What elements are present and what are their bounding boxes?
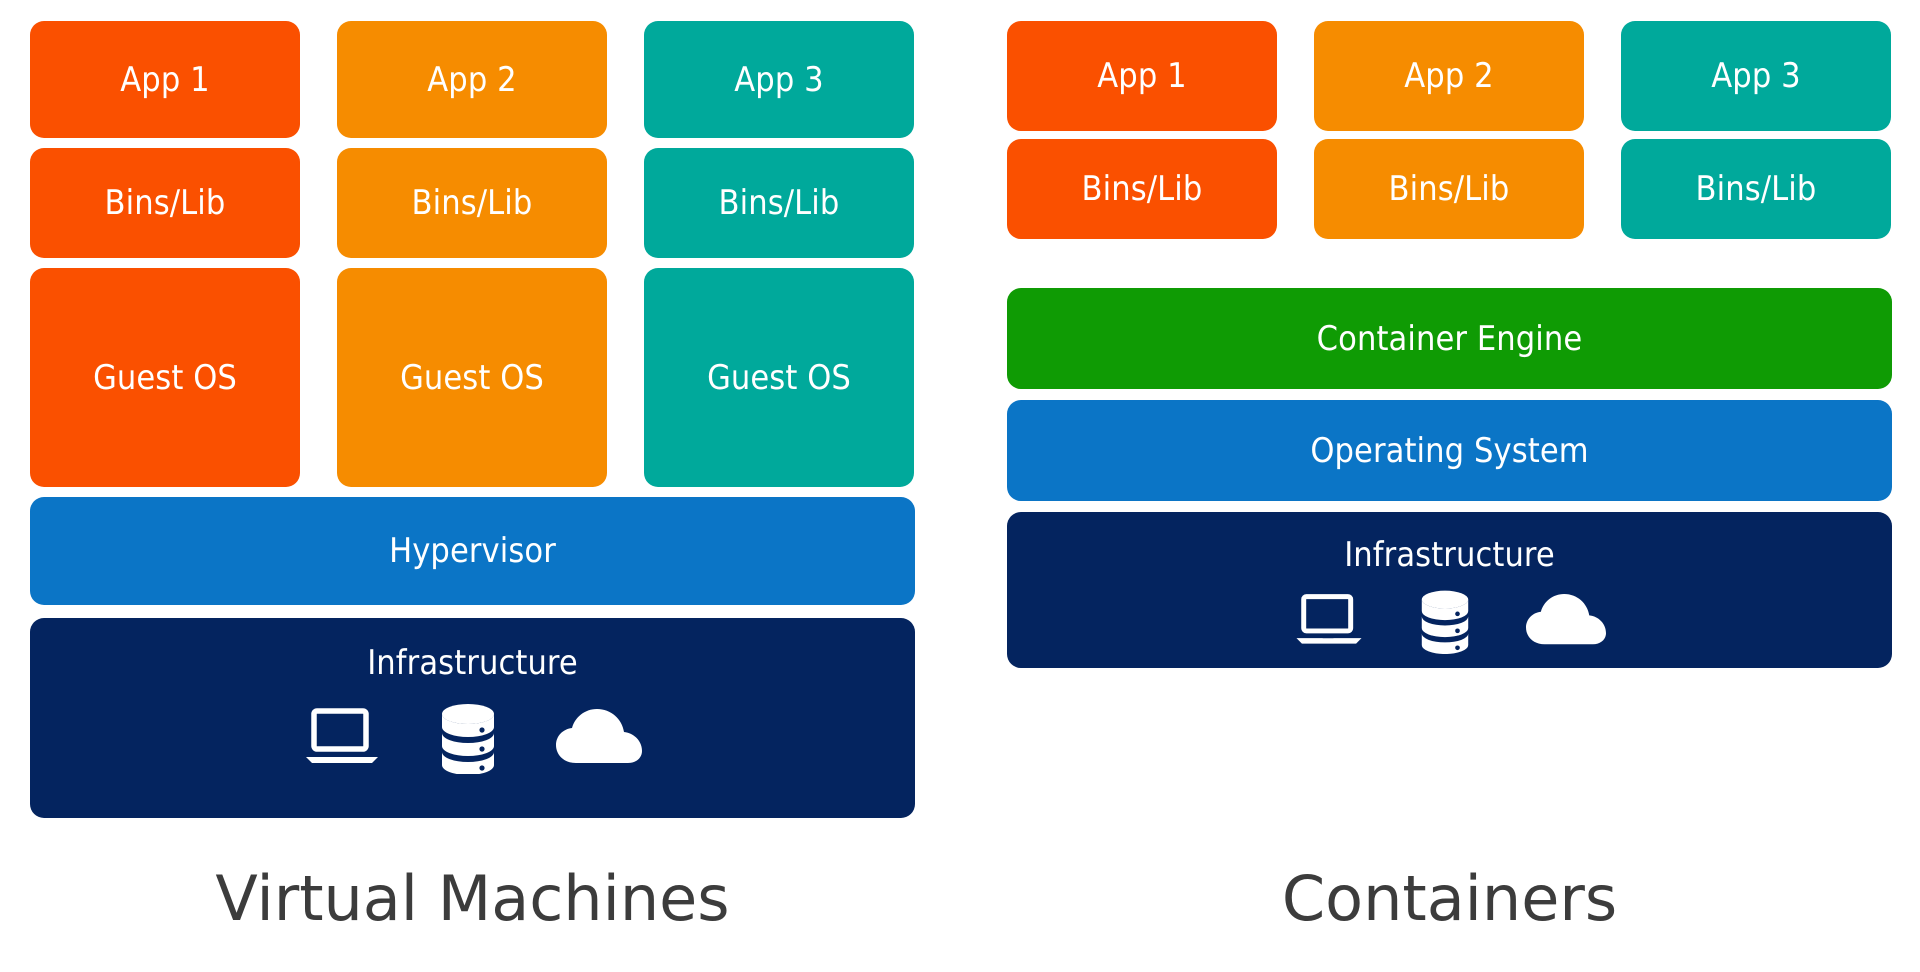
ct-bins-lib-1-box[interactable]: Bins/Lib [1007,139,1277,239]
vm-guest-os-2-box[interactable]: Guest OS [337,268,607,487]
ct-app-1-box[interactable]: App 1 [1007,21,1277,131]
vm-guest-os-1-box[interactable]: Guest OS [30,268,300,487]
containers-caption: Containers [1281,862,1618,935]
vm-guest-os-1-label: Guest OS [93,357,237,398]
vm-app-3-box[interactable]: App 3 [644,21,914,138]
vm-infrastructure-bar[interactable]: Infrastructure [30,618,915,818]
ct-bins-lib-3-box[interactable]: Bins/Lib [1621,139,1891,239]
laptop-icon [1294,593,1364,649]
vm-bins-lib-1-box[interactable]: Bins/Lib [30,148,300,258]
vm-app-2-box[interactable]: App 2 [337,21,607,138]
ct-infrastructure-label: Infrastructure [1344,535,1555,575]
ct-app-1-label: App 1 [1097,56,1187,96]
operating-system-bar[interactable]: Operating System [1007,400,1892,501]
vm-bins-lib-2-label: Bins/Lib [411,183,533,223]
ct-bins-lib-3-label: Bins/Lib [1695,169,1817,209]
container-engine-label: Container Engine [1316,318,1583,359]
vm-hypervisor-bar[interactable]: Hypervisor [30,497,915,605]
ct-app-2-box[interactable]: App 2 [1314,21,1584,131]
ct-app-2-label: App 2 [1404,56,1494,96]
laptop-icon [304,707,380,769]
container-engine-bar[interactable]: Container Engine [1007,288,1892,389]
vm-infrastructure-icon-row [304,702,642,774]
vm-bins-lib-1-label: Bins/Lib [104,183,226,223]
ct-bins-lib-2-label: Bins/Lib [1388,169,1510,209]
vm-app-1-box[interactable]: App 1 [30,21,300,138]
ct-app-3-label: App 3 [1711,56,1801,96]
vm-bins-lib-2-box[interactable]: Bins/Lib [337,148,607,258]
vm-guest-os-3-box[interactable]: Guest OS [644,268,914,487]
virtual-machines-panel: App 1 App 2 App 3 Bins/Lib Bins/Lib Bins… [30,0,915,972]
vm-app-1-label: App 1 [120,59,210,100]
vm-guest-os-2-label: Guest OS [400,357,544,398]
operating-system-label: Operating System [1310,430,1589,471]
vm-infrastructure-label: Infrastructure [367,643,578,683]
vm-bins-lib-3-label: Bins/Lib [718,183,840,223]
ct-bins-lib-1-label: Bins/Lib [1081,169,1203,209]
database-icon [1420,588,1470,654]
ct-infrastructure-bar[interactable]: Infrastructure [1007,512,1892,668]
ct-bins-lib-2-box[interactable]: Bins/Lib [1314,139,1584,239]
virtual-machines-caption: Virtual Machines [215,862,730,935]
vm-bins-lib-3-box[interactable]: Bins/Lib [644,148,914,258]
vm-app-3-label: App 3 [734,59,824,100]
database-icon [440,702,496,774]
vm-guest-os-3-label: Guest OS [707,357,851,398]
ct-infrastructure-icon-row [1294,588,1606,654]
cloud-icon [555,709,642,767]
vm-app-2-label: App 2 [427,59,517,100]
cloud-icon [1525,594,1606,648]
containers-panel: App 1 App 2 App 3 Bins/Lib Bins/Lib Bins… [1007,0,1892,972]
ct-app-3-box[interactable]: App 3 [1621,21,1891,131]
vm-hypervisor-label: Hypervisor [389,531,556,571]
